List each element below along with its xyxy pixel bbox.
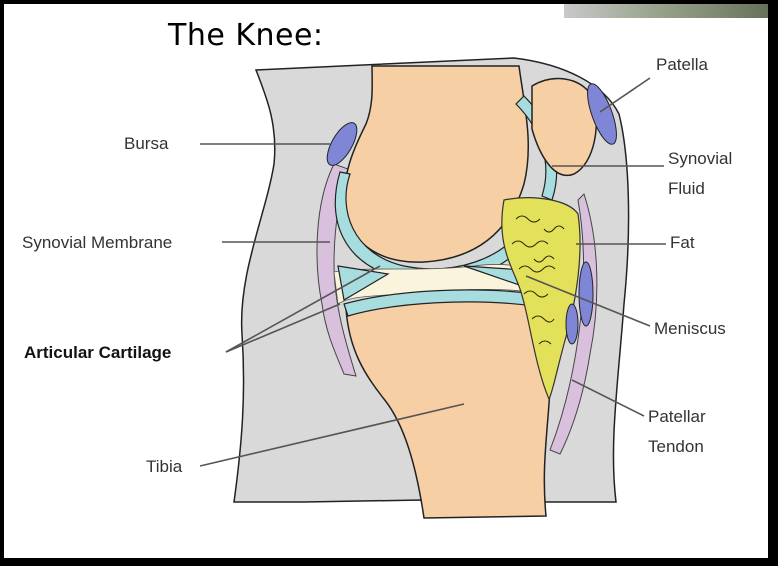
label-fat: Fat [670, 233, 695, 252]
label-tibia: Tibia [146, 457, 183, 476]
leader-patella [600, 78, 650, 112]
bursa-front-lower [579, 262, 593, 326]
bursa-front-bottom [566, 304, 578, 344]
diagram-frame: Patella Bursa Synovial Membrane Articula… [4, 4, 768, 558]
label-articular-cartilage: Articular Cartilage [24, 343, 171, 362]
label-synovial-fluid-1: Synovial [668, 149, 732, 168]
label-synovial-fluid-2: Fluid [668, 179, 705, 198]
label-synovial-membrane: Synovial Membrane [22, 233, 172, 252]
diagram-title: The Knee: [168, 18, 324, 53]
label-bursa: Bursa [124, 134, 169, 153]
label-patellar-tendon-1: Patellar [648, 407, 706, 426]
label-patella: Patella [656, 55, 709, 74]
label-patellar-tendon-2: Tendon [648, 437, 704, 456]
knee-diagram: Patella Bursa Synovial Membrane Articula… [4, 4, 768, 558]
label-meniscus: Meniscus [654, 319, 726, 338]
